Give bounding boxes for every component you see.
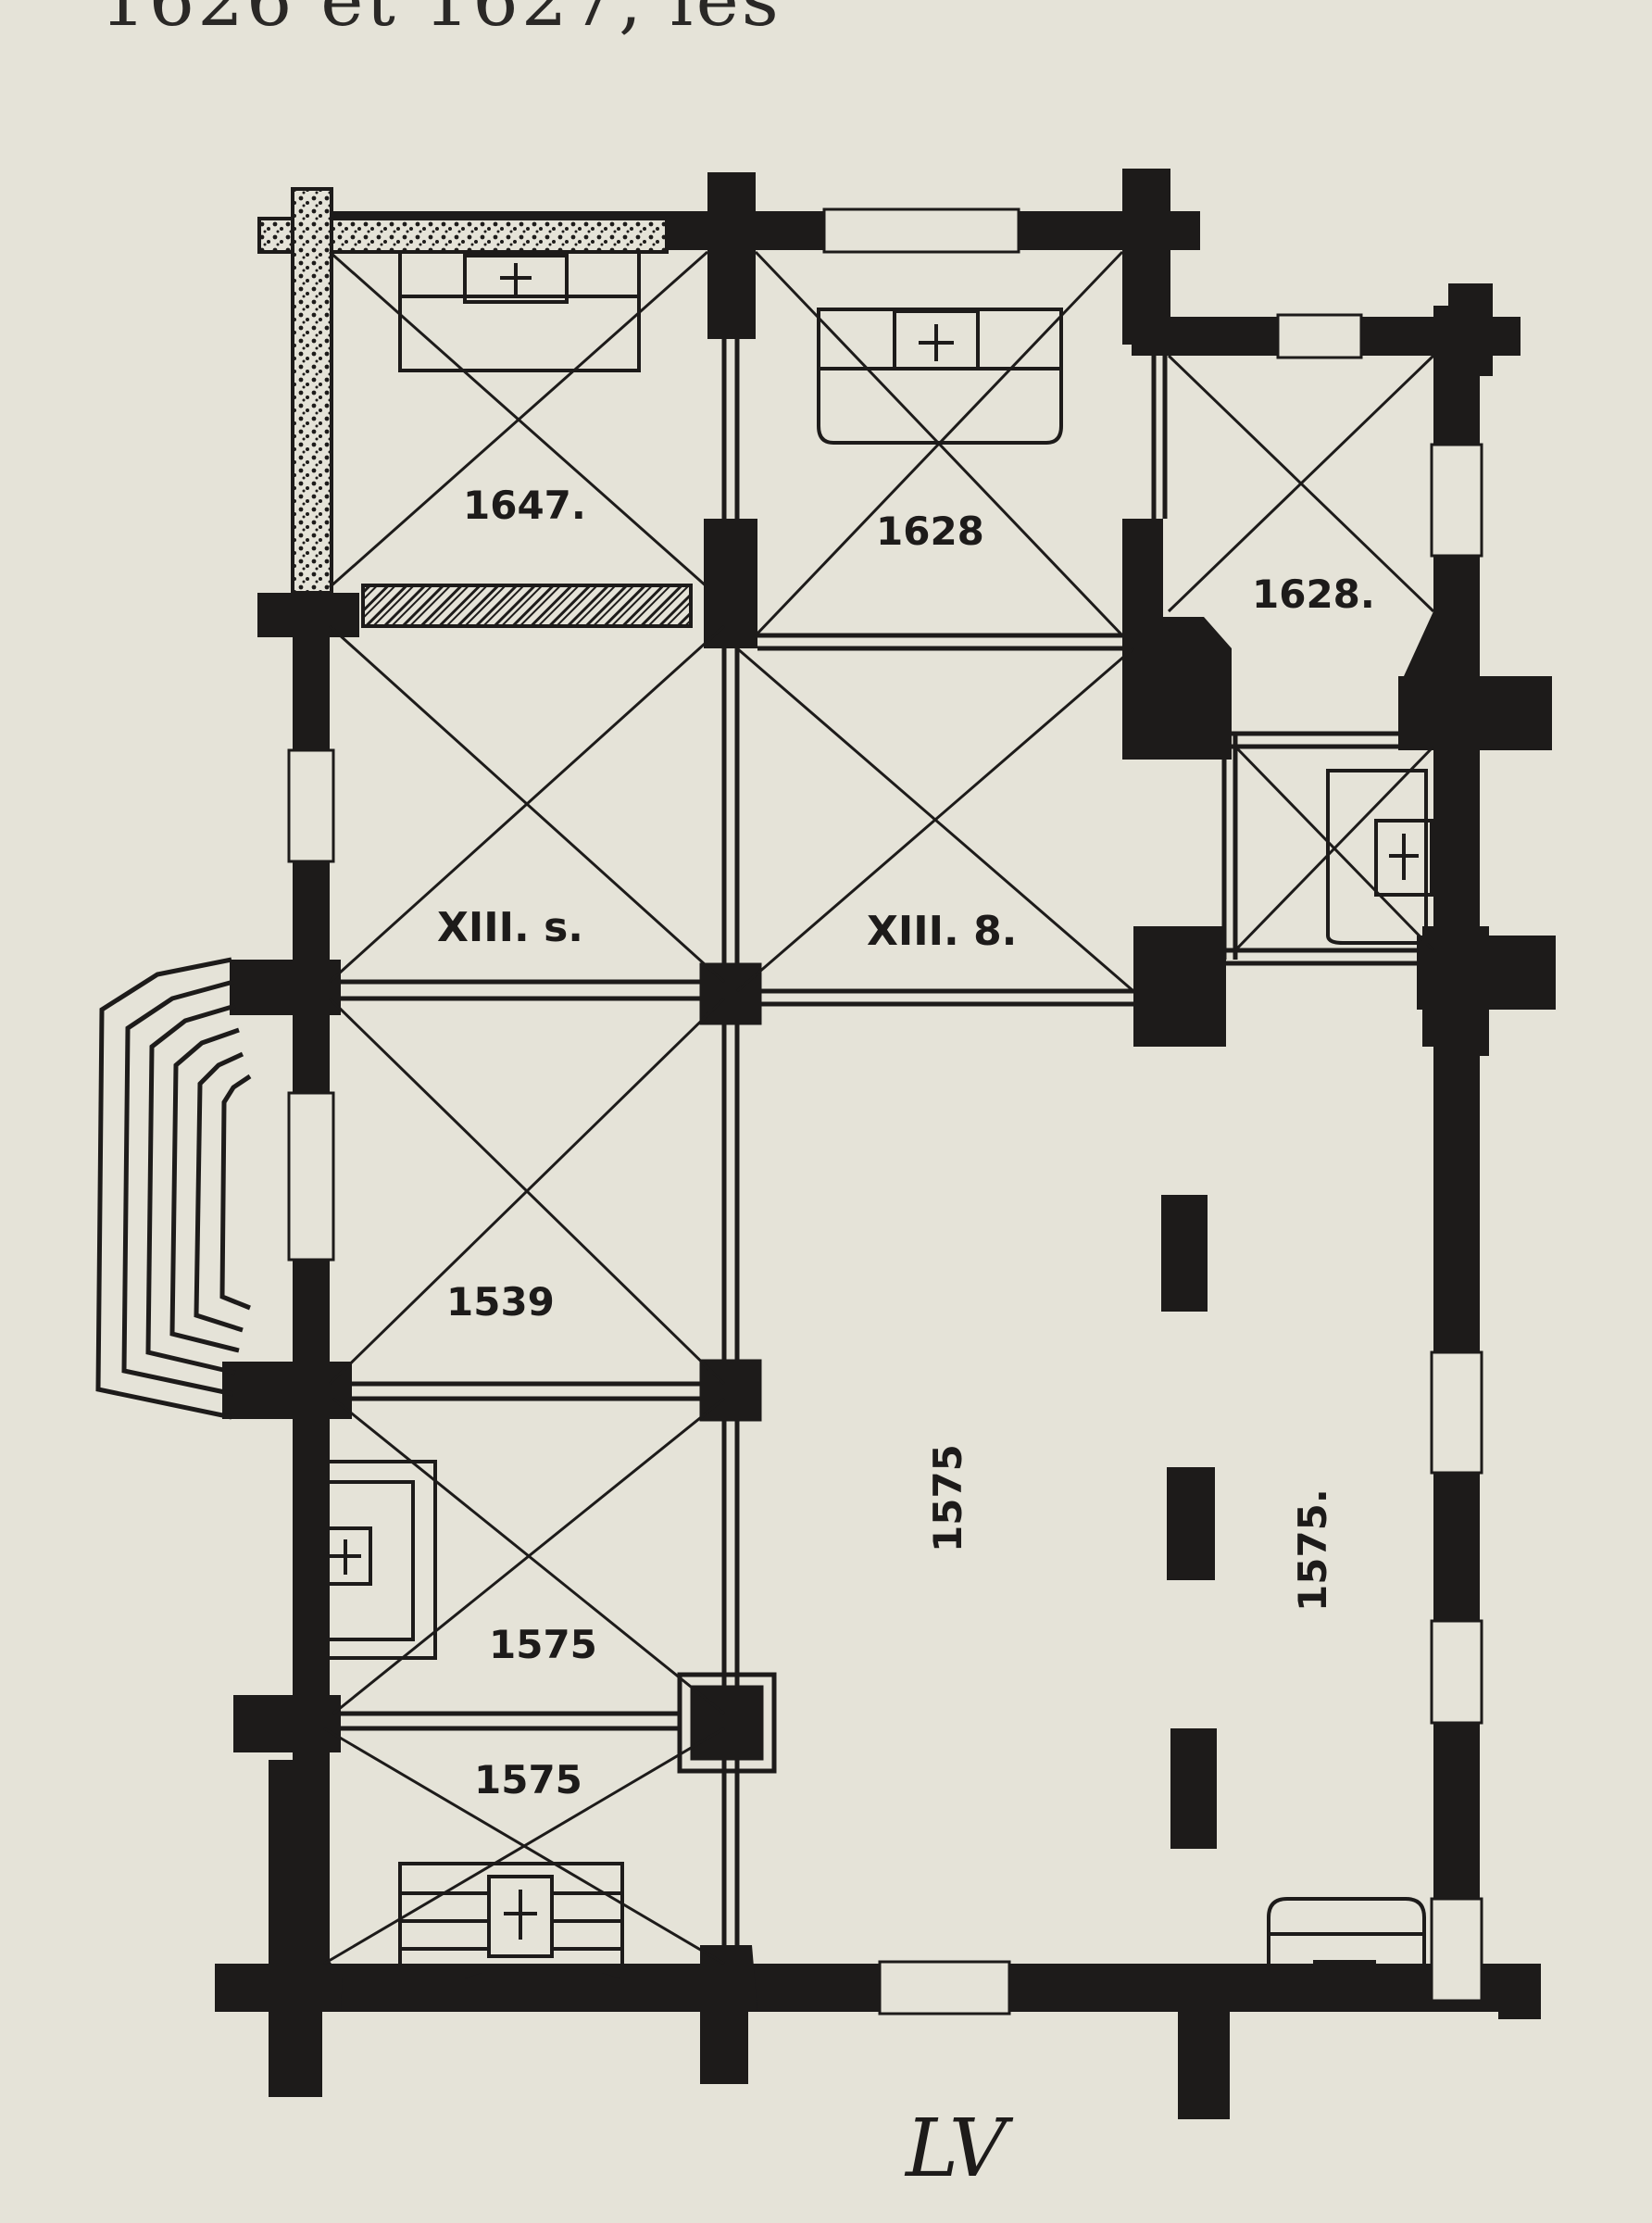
label-bay-w-mid: 1539 <box>446 1279 555 1325</box>
label-nave: 1575 <box>925 1444 970 1552</box>
label-chapel-ne: 1628. <box>1252 571 1375 617</box>
outer-walls <box>215 211 1539 2012</box>
altars <box>319 252 1433 2001</box>
buttresses <box>222 169 1556 2119</box>
west-porch-steps <box>95 957 252 1420</box>
columns <box>677 962 777 1774</box>
label-bay-center: XIII. 8. <box>867 908 1017 955</box>
label-chapel-n: 1628 <box>876 509 984 554</box>
interior-lines <box>312 250 1433 1964</box>
label-aisle-e: 1575. <box>1290 1488 1335 1612</box>
label-bay-w-upper: XIII. s. <box>437 904 583 951</box>
header-text-fragment: 1626 et 1627, les <box>100 0 782 43</box>
stippled-wall-west <box>291 187 333 595</box>
label-chapel-nw: 1647. <box>463 483 586 528</box>
hatched-partition <box>361 584 693 628</box>
label-chapel-sw-lower: 1575 <box>474 1757 582 1802</box>
plate-number: LV <box>906 2103 1007 2195</box>
window-openings <box>287 207 1483 2016</box>
label-chapel-sw-upper: 1575 <box>489 1622 597 1667</box>
